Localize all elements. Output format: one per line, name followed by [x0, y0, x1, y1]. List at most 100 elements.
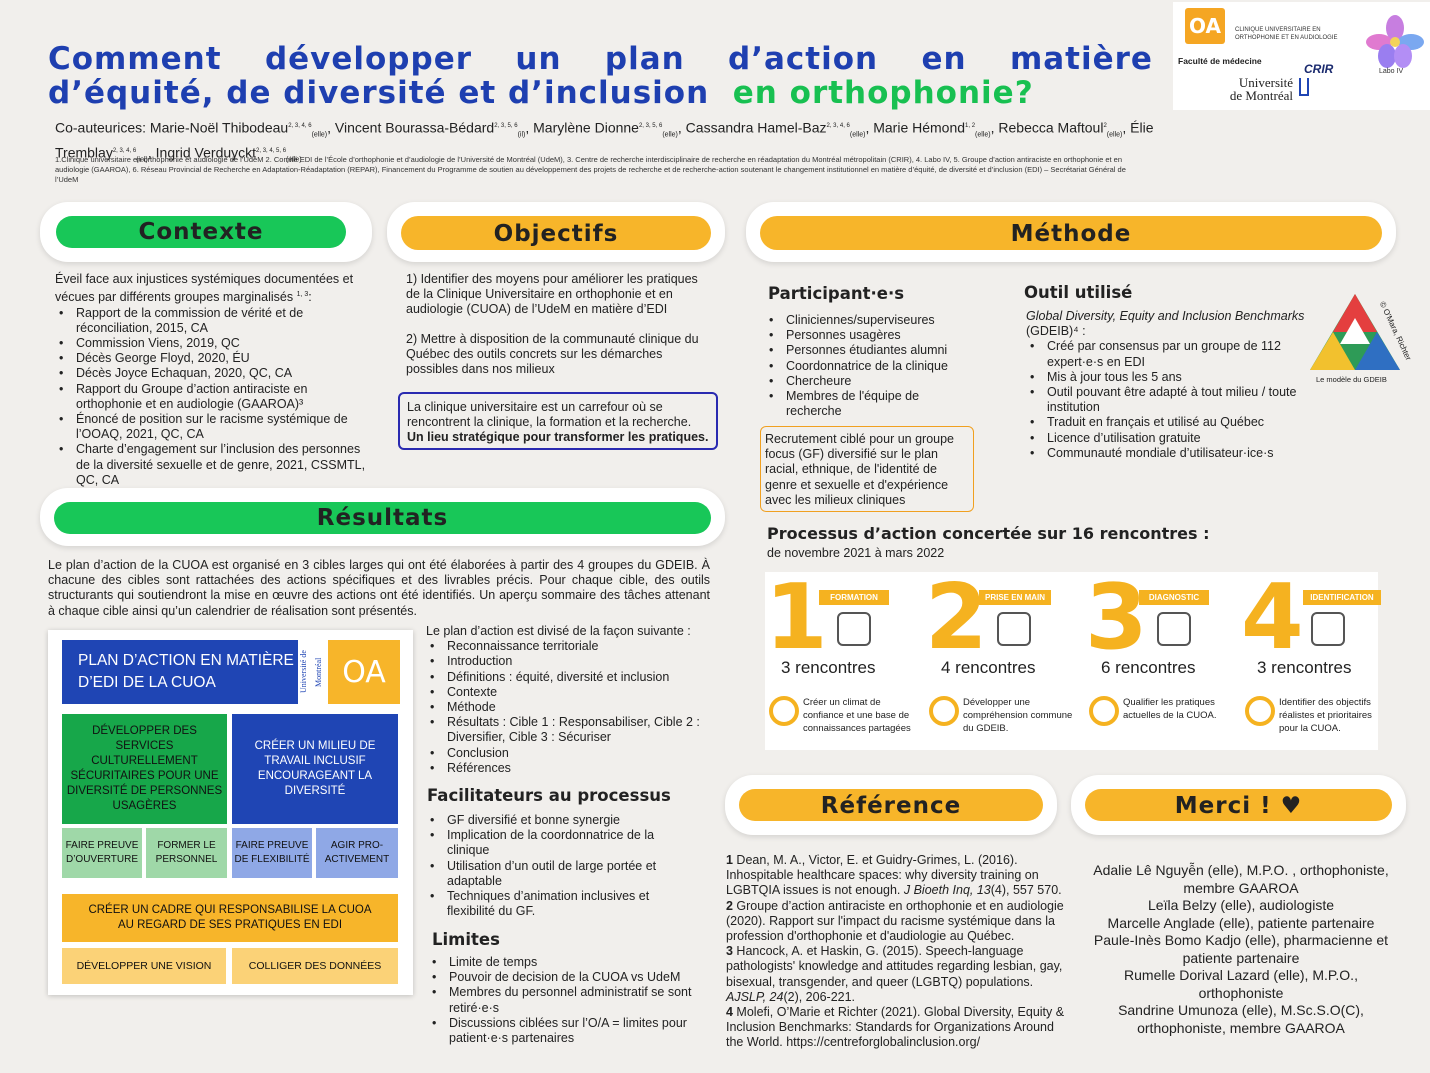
author-text: , Rebecca Maftoul	[990, 119, 1104, 136]
plan-orange-main: CRÉER UN CADRE QUI RESPONSABILISE LA CUO…	[62, 894, 398, 942]
facilitateurs-list: GF diversifié et bonne synergieImplicati…	[426, 813, 676, 919]
division-item: Conclusion	[426, 746, 712, 761]
highlight-text: La clinique universitaire est un carrefo…	[407, 400, 692, 430]
division-item: Définitions : équité, diversité et inclu…	[426, 670, 712, 685]
processus-title: Processus d’action concertée sur 16 renc…	[767, 524, 1210, 543]
step-icon	[837, 612, 871, 646]
division-list: Reconnaissance territorialeIntroductionD…	[426, 639, 712, 776]
reference-text: Dean, M. A., Victor, E. et Guidry-Grimes…	[726, 853, 1039, 898]
contexte-list: Rapport de la commission de vérité et de…	[55, 306, 370, 488]
contexte-item: Charte d’engagement sur l’inclusion des …	[55, 442, 370, 488]
references-list: 1 Dean, M. A., Victor, E. et Guidry-Grim…	[726, 853, 1071, 1051]
target-icon	[769, 696, 799, 726]
title-line-2-blue: d’équité, de diversité et d’inclusion	[48, 75, 710, 111]
faculty-label: Faculté de médecine	[1178, 56, 1262, 66]
plan-blue-sub-2: AGIR PRO-ACTIVEMENT	[316, 828, 398, 878]
reference-number: 1	[726, 853, 733, 867]
division-item: Introduction	[426, 654, 712, 669]
recrutement-box: Recrutement ciblé pour un groupe focus (…	[760, 426, 974, 512]
step-tag: PRISE EN MAIN	[979, 590, 1052, 605]
facilitateur-item: Implication de la coordonnatrice de la c…	[426, 828, 676, 858]
limite-item: Pouvoir de decision de la CUOA vs UdeM	[428, 970, 708, 985]
participant-item: Coordonnatrice de la clinique	[765, 359, 965, 374]
author-sub: (elle)	[311, 131, 328, 139]
limites-title: Limites	[432, 930, 500, 949]
crir-logo: CRIR	[1304, 62, 1334, 76]
author-sub: (elle)	[849, 131, 866, 139]
contexte-intro: Éveil face aux injustices systémiques do…	[55, 272, 354, 305]
thanks-name: Sandrine Umunoza (elle), M.Sc.S.O(C), or…	[1118, 1002, 1364, 1036]
plan-blue-main: CRÉER UN MILIEU DE TRAVAIL INCLUSIF ENCO…	[232, 714, 398, 824]
step-rencontres: 3 rencontres	[1253, 658, 1356, 678]
outil-item: Outil pouvant être adapté à tout milieu …	[1026, 385, 1316, 415]
facilitateur-item: Techniques d’animation inclusives et fle…	[426, 889, 676, 919]
title-word: un	[515, 41, 562, 77]
step-tag: FORMATION	[819, 590, 889, 605]
contexte-item: Décès George Floyd, 2020, ÉU	[55, 351, 370, 366]
outil-title: Outil utilisé	[1024, 283, 1133, 302]
thanks-name: Paule-Inès Bomo Kadjo (elle), pharmacien…	[1093, 932, 1389, 966]
highlight-bold-text: Un lieu stratégique pour transformer les…	[407, 430, 709, 445]
outil-item: Communauté mondiale d’utilisateur·ice·s	[1026, 446, 1316, 461]
step-number: 4	[1241, 565, 1304, 670]
plan-orange-sub-1: DÉVELOPPER UNE VISION	[62, 948, 226, 984]
outil-list: Créé par consensus par un groupe de 112 …	[1026, 339, 1316, 461]
contexte-item: Commission Viens, 2019, QC	[55, 336, 370, 351]
step-icon	[1311, 612, 1345, 646]
title-word: d’action	[728, 41, 879, 77]
plan-division: Le plan d’action est divisé de la façon …	[426, 624, 712, 776]
step-description: Qualifier les pratiques actuelles de la …	[1123, 697, 1217, 721]
division-item: Reconnaissance territoriale	[426, 639, 712, 654]
participant-item: Personnes étudiantes alumni	[765, 343, 965, 358]
plan-orange-sub-2: COLLIGER DES DONNÉES	[232, 948, 398, 984]
contexte-item: Décès Joyce Echaquan, 2020, QC, CA	[55, 366, 370, 381]
merci-title: Merci ! ♥	[1085, 789, 1392, 821]
step-number: 3	[1085, 565, 1148, 670]
division-item: Résultats : Cible 1 : Responsabiliser, C…	[426, 715, 712, 745]
target-icon	[929, 696, 959, 726]
author-text: , Ingrid Verduyckt	[147, 145, 257, 162]
target-icon	[1089, 696, 1119, 726]
reference-item: 1 Dean, M. A., Victor, E. et Guidry-Grim…	[726, 853, 1071, 899]
title-line-2: d’équité, de diversité et d’inclusion en…	[48, 76, 1158, 110]
author-sub: (elle)	[286, 156, 302, 164]
author-text: Co-auteurices: Marie-Noël Thibodeau	[55, 119, 289, 136]
step-description: Créer un climat de confiance et une base…	[803, 697, 911, 734]
division-item: Références	[426, 761, 712, 776]
author-sup: 2, 3, 5, 6	[638, 123, 663, 129]
author-sup: 2, 3, 4, 6	[112, 148, 137, 155]
plan-header: PLAN D’ACTION EN MATIÈRE D’EDI DE LA CUO…	[62, 640, 298, 704]
participant-item: Cliniciennes/superviseures	[765, 313, 965, 328]
objectifs-title: Objectifs	[401, 216, 711, 250]
participant-item: Personnes usagères	[765, 328, 965, 343]
author-sup: 2, 3, 5, 6	[494, 123, 518, 129]
resultats-intro: Le plan d’action de la CUOA est organisé…	[48, 558, 710, 618]
facilitateurs-title: Facilitateurs au processus	[427, 786, 671, 805]
plan-green-sub-2: FORMER LE PERSONNEL	[146, 828, 227, 878]
outil-intro-2: (GDEIB)⁴ :	[1026, 324, 1086, 339]
limite-item: Discussions ciblées sur l’O/A = limites …	[428, 1016, 708, 1046]
step-tag: DIAGNOSTIC	[1139, 590, 1209, 605]
oa-logo-icon: OA	[1185, 8, 1225, 44]
limite-item: Membres du personnel administratif se so…	[428, 985, 708, 1015]
reference-text: (2), 206-221.	[783, 989, 856, 1004]
step-icon	[997, 612, 1031, 646]
labo-iv-flower-icon	[1365, 14, 1425, 70]
udem-icon	[1299, 78, 1309, 96]
step-icon	[1157, 612, 1191, 646]
outil-item: Traduit en français et utilisé au Québec	[1026, 415, 1316, 430]
reference-text: (4), 557 570.	[990, 883, 1062, 898]
reference-number: 3	[726, 944, 733, 959]
participant-item: Membres de l'équipe de recherche	[765, 389, 965, 419]
reference-text: Hancock, A. et Haskin, G. (2015). Speech…	[726, 944, 1063, 989]
target-icon	[1245, 696, 1275, 726]
contexte-item: Rapport du Groupe d’action antiraciste e…	[55, 382, 370, 412]
thanks-name: Rumelle Dorival Lazard (elle), M.P.O., o…	[1124, 967, 1358, 1001]
author-sup: 1, 2	[965, 123, 976, 129]
title-word: plan	[604, 41, 685, 77]
step-rencontres: 6 rencontres	[1097, 658, 1200, 678]
contexte-intro-sup: 1, 3	[296, 291, 309, 299]
